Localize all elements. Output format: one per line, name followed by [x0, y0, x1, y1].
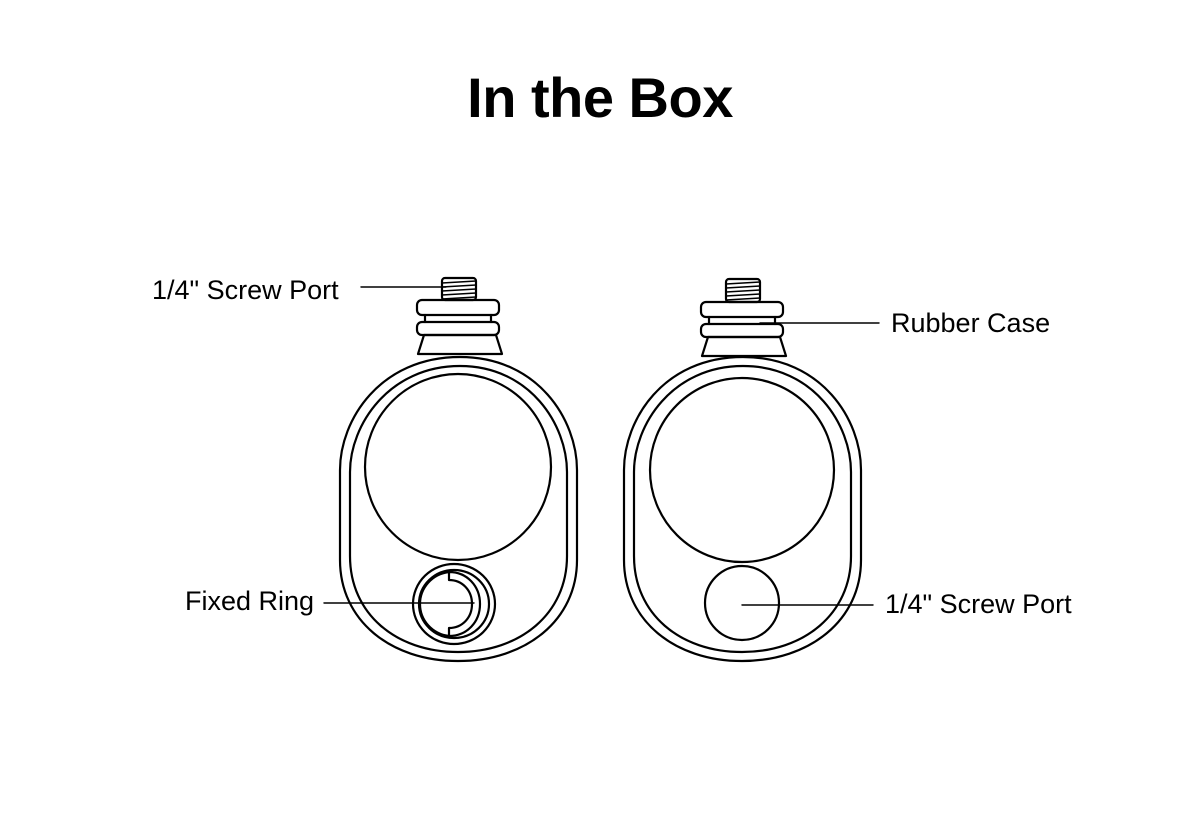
right-mount — [622, 277, 863, 663]
right-rubber-washer-lower — [699, 322, 785, 339]
left-mount-outer-body — [338, 355, 579, 663]
fixed-ring-latch — [447, 570, 482, 638]
left-mount — [338, 276, 579, 663]
label-left-screw-port: 1/4" Screw Port — [152, 275, 339, 305]
label-rubber-case: Rubber Case — [891, 308, 1051, 338]
left-screw-thread — [441, 280, 477, 300]
right-mount-lens-circle — [648, 376, 836, 564]
right-screw-port-hole — [703, 564, 781, 642]
left-rubber-washer-lower — [415, 320, 501, 337]
right-screw-thread — [725, 281, 761, 301]
right-rubber-washer-upper — [699, 300, 785, 319]
left-mount-lens-circle — [363, 372, 553, 562]
right-neck-cone — [700, 335, 788, 358]
page-title: In the Box — [467, 66, 733, 129]
leader-lines — [323, 286, 880, 606]
right-mount-outer-body — [622, 355, 863, 663]
label-right-screw-port: 1/4" Screw Port — [885, 589, 1072, 619]
fixed-ring-outer — [411, 562, 497, 646]
left-neck-cone — [416, 333, 504, 356]
right-mount-inner-body — [632, 364, 853, 654]
left-rubber-washer-upper — [415, 298, 501, 317]
left-mount-inner-body — [348, 364, 569, 654]
label-fixed-ring: Fixed Ring — [185, 586, 315, 616]
